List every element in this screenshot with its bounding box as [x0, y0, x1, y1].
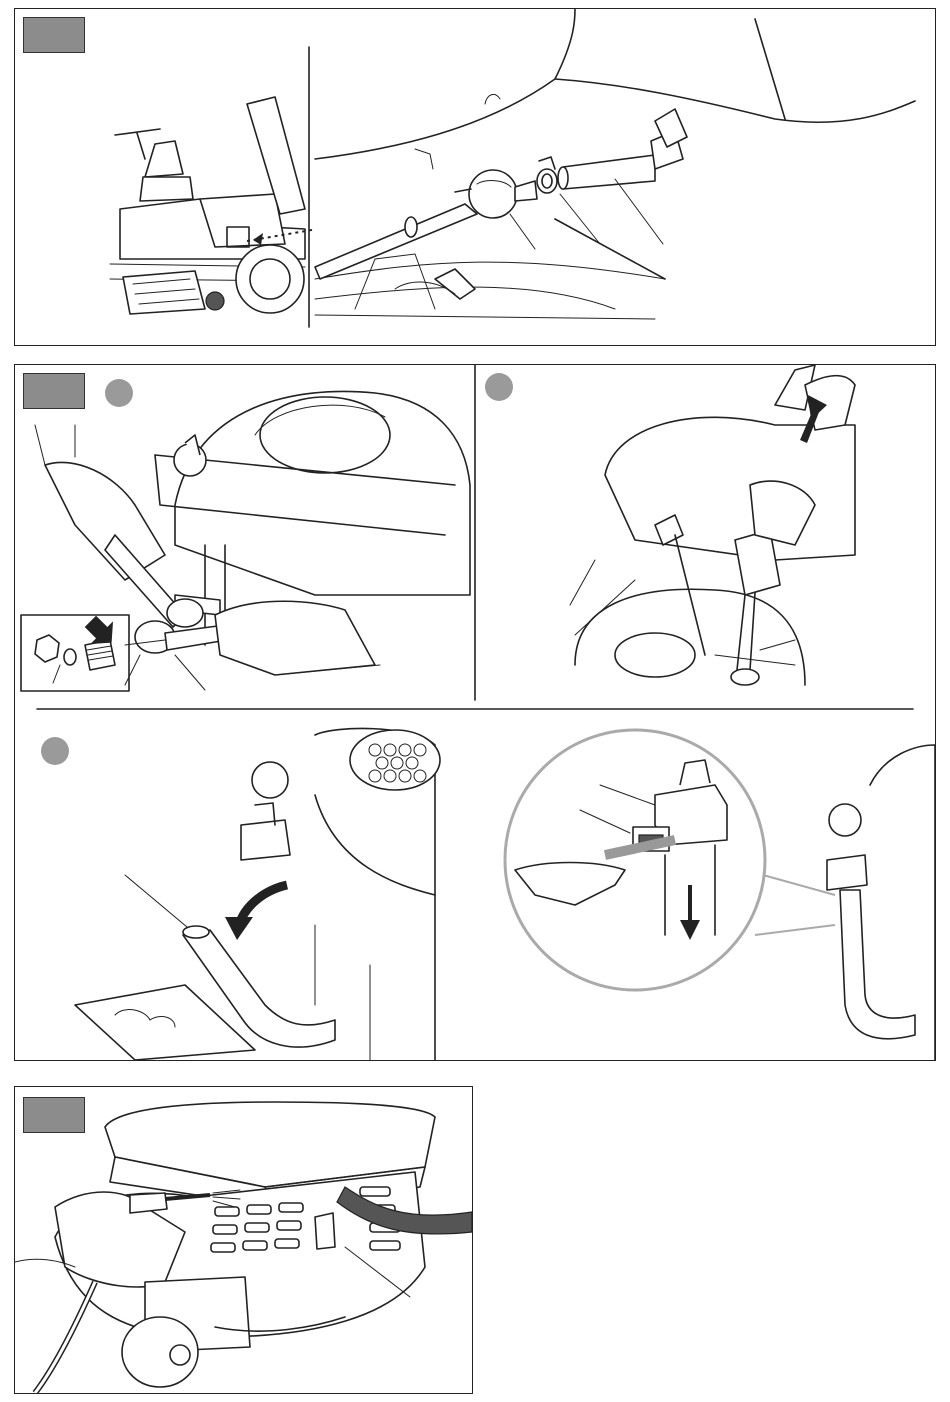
drain-hose-illustration	[75, 728, 440, 1060]
figure-1-panel	[14, 8, 936, 346]
tractor-illustration	[15, 9, 315, 345]
blower-illustration	[15, 1087, 472, 1393]
figure-2-drawings	[15, 365, 935, 1060]
wrench-illustration	[21, 391, 470, 691]
magnifier-illustration	[505, 730, 935, 1060]
figure-3-panel	[14, 1086, 473, 1394]
oil-pump-illustration	[570, 365, 855, 685]
figure-2-panel	[14, 364, 936, 1061]
